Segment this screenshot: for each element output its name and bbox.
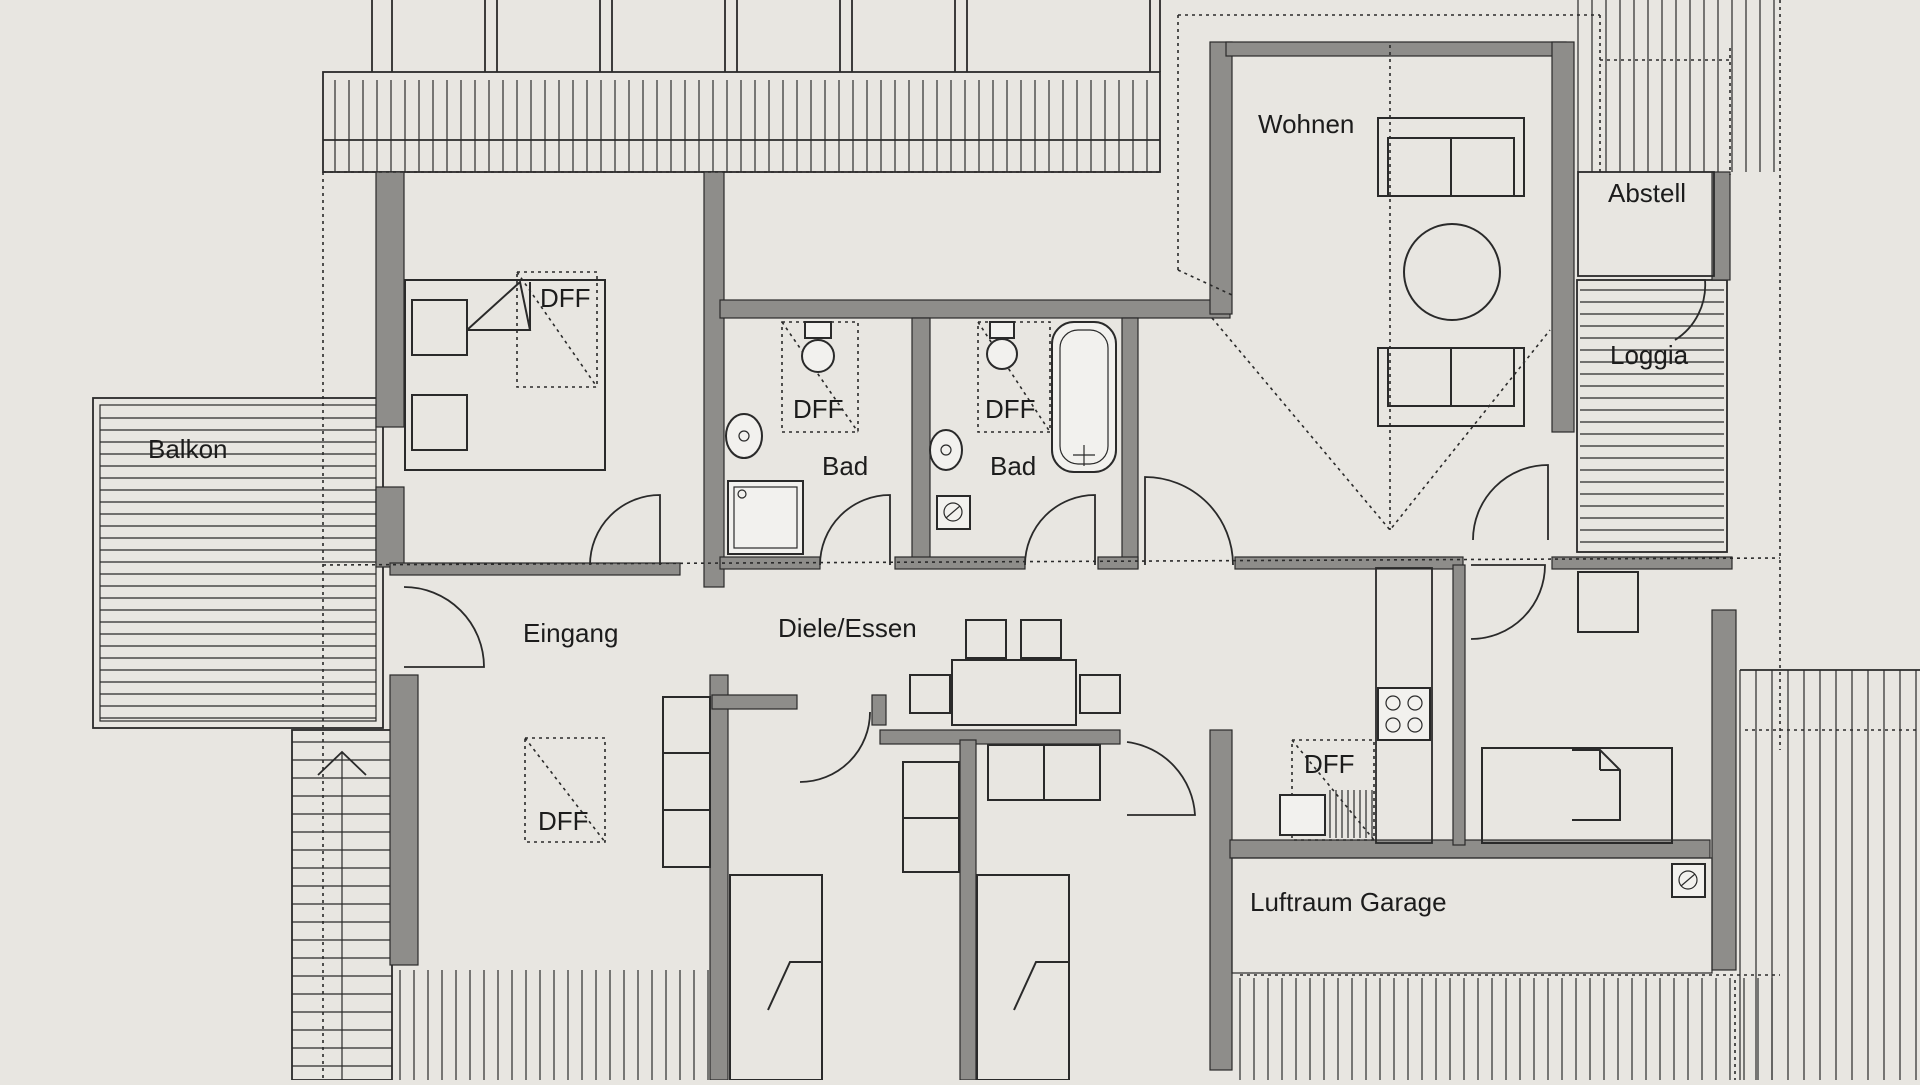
room-labels: Wohnen Abstell Loggia Balkon Bad Bad Ein… [148,109,1689,917]
room-label-balkon: Balkon [148,434,228,464]
roof-right-lower-strip [1739,669,1920,1080]
dff-label-bath-1: DFF [793,394,844,424]
room-label-diele-essen: Diele/Essen [778,613,917,643]
dff-label-bedroom: DFF [540,283,591,313]
room-label-abstell: Abstell [1608,178,1686,208]
walls [375,41,1737,1081]
dff-labels: DFF DFF DFF DFF DFF [538,283,1355,836]
dff-label-eingang: DFF [538,806,589,836]
dotted-roof-lines [322,0,1781,1080]
eingang-wardrobe [524,696,711,868]
room-label-luftraum-garage: Luftraum Garage [1250,887,1447,917]
luftraum-garage [1231,857,1713,974]
dff-label-bath-2: DFF [985,394,1036,424]
abstell-room [1577,171,1715,277]
room-label-loggia: Loggia [1610,340,1689,370]
room-label-bad-1: Bad [822,451,868,481]
doors [403,279,1707,816]
room-label-eingang: Eingang [523,618,618,648]
dining-table [909,619,1121,726]
bath1-fixtures [725,321,859,555]
wohnen-furniture [1377,117,1525,427]
room-label-wohnen: Wohnen [1258,109,1354,139]
staircase [291,729,393,1081]
roof-bottom-strip [399,970,1773,1080]
right-bedroom [1481,571,1673,844]
bath2-fixtures [929,321,1117,530]
bedroom-upper-left-furniture [404,271,606,471]
room-label-bad-2: Bad [990,451,1036,481]
dff-label-kitchen: DFF [1304,749,1355,779]
roof-right-strip [1577,0,1775,172]
kitchen [1279,567,1433,844]
roof-top-strip [322,0,1161,173]
